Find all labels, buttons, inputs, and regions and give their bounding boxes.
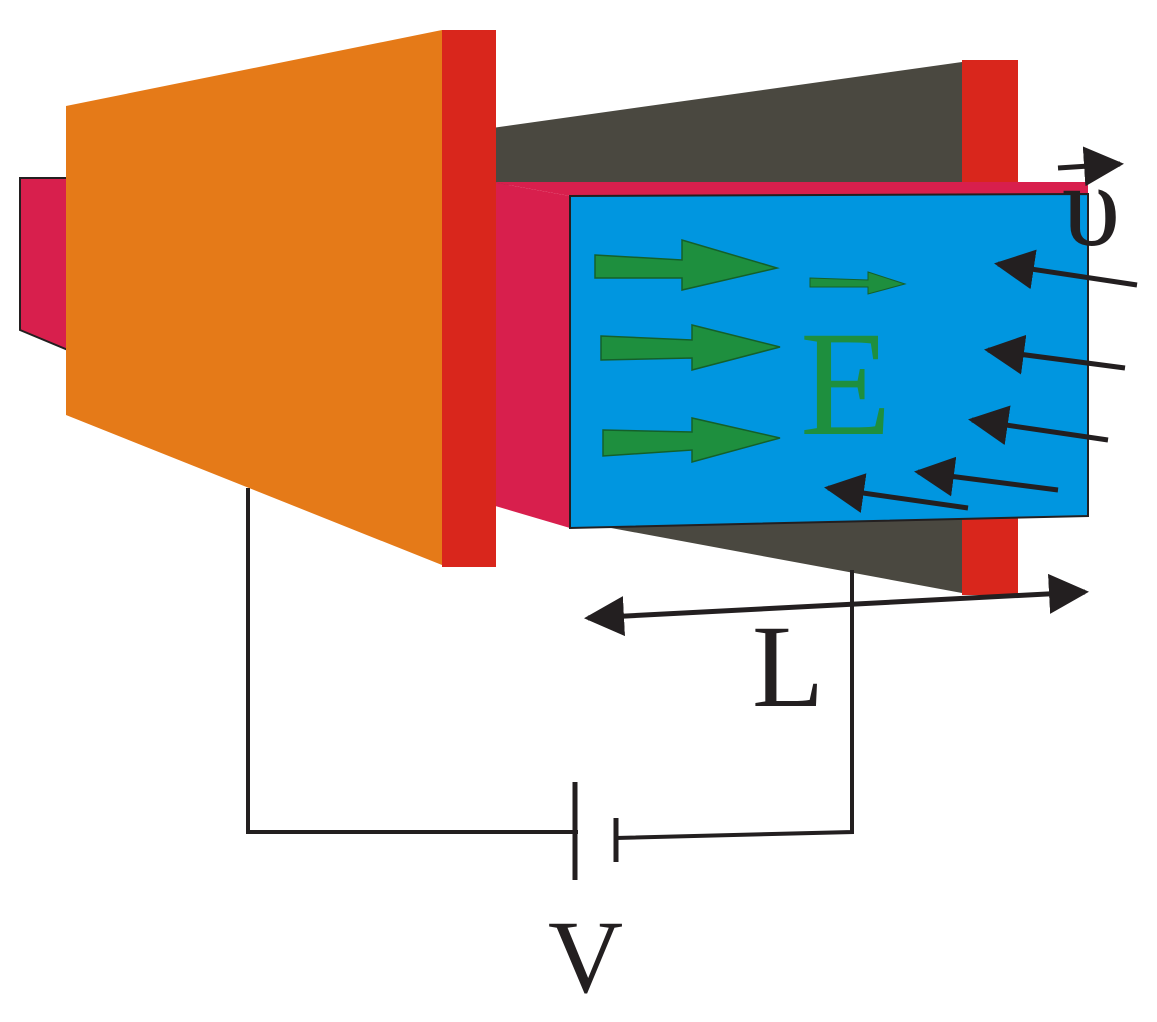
velocity-vector-arrow: [1057, 146, 1124, 187]
wire-right: [615, 570, 854, 840]
left-electrode-edge: [442, 30, 496, 567]
electric-field-label: E: [800, 301, 892, 467]
crystal-left-stub: [19, 177, 69, 352]
length-dimension-arrow: [584, 573, 1089, 637]
electric-field-arrows: [594, 238, 781, 463]
voltage-label: V: [548, 900, 623, 1015]
field-arrow-2: [600, 324, 781, 371]
back-prism-top: [492, 62, 962, 190]
crystal-side-face: [492, 182, 570, 528]
battery-symbol: [572, 782, 619, 880]
field-arrow-1: [594, 238, 780, 291]
drift-arrow-2: [984, 334, 1126, 375]
length-label: L: [752, 601, 824, 732]
velocity-vector-label: υ: [1057, 140, 1124, 271]
wire-left: [246, 488, 578, 834]
drift-arrow-4: [914, 456, 1059, 497]
drift-arrow-1: [994, 249, 1138, 290]
drift-arrow-5: [824, 473, 969, 513]
left-electrode: [66, 30, 442, 565]
electric-field-vector-label: E: [800, 271, 907, 467]
electron-drift-arrows: [824, 249, 1138, 513]
crystal-top-edge: [492, 182, 1088, 196]
circuit-wires: [246, 488, 854, 840]
field-arrow-3: [602, 417, 781, 463]
e-vector-arrow: [809, 271, 907, 295]
velocity-label: υ: [1062, 140, 1120, 271]
drift-arrow-3: [968, 405, 1109, 446]
length-dimension: L: [584, 573, 1089, 732]
back-prism-bottom: [568, 510, 962, 593]
